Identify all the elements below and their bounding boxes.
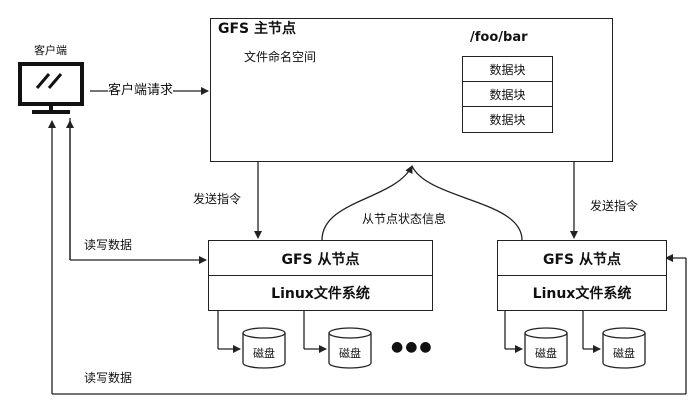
disk-icon <box>602 327 646 369</box>
chunk-cell: 数据块 <box>462 81 553 108</box>
chunk-label: 数据块 <box>489 62 526 77</box>
slave-status-label: 从节点状态信息 <box>362 212 447 226</box>
file-path: /foo/bar <box>470 30 528 45</box>
client-label: 客户端 <box>34 44 67 57</box>
master-node-title: GFS 主节点 <box>218 21 297 37</box>
read-write-bottom-label: 读写数据 <box>84 371 133 385</box>
disk-icon <box>242 327 286 369</box>
monitor-icon <box>18 62 84 114</box>
slave1-disk-connectors <box>217 311 327 353</box>
disk-label: 磁盘 <box>535 347 557 360</box>
slave-node-title: GFS 从节点 <box>208 240 433 277</box>
slave2-disk-connectors <box>504 311 601 353</box>
linux-fs-label: Linux文件系统 <box>208 275 433 311</box>
disk-label: 磁盘 <box>613 347 635 360</box>
disk-label: 磁盘 <box>253 347 275 360</box>
chunk-cell: 数据块 <box>462 106 553 133</box>
client-request-label: 客户端请求 <box>108 83 174 98</box>
chunk-label: 数据块 <box>489 87 526 102</box>
send-cmd-left-label: 发送指令 <box>193 192 242 206</box>
linux-fs-label: Linux文件系统 <box>497 275 667 311</box>
send-cmd-right-label: 发送指令 <box>590 199 639 213</box>
disk-icon <box>328 327 372 369</box>
chunk-cell: 数据块 <box>462 56 553 83</box>
disk-label: 磁盘 <box>339 347 361 360</box>
read-write-top-label: 读写数据 <box>84 238 133 252</box>
slave-status-arrow-right <box>411 165 523 241</box>
disk-icon <box>524 327 568 369</box>
slave-node-title: GFS 从节点 <box>497 240 667 277</box>
more-disks-ellipsis: ●●● <box>391 339 434 355</box>
slave-status-arrow-left <box>321 165 413 241</box>
namespace-label: 文件命名空间 <box>244 50 317 64</box>
chunk-label: 数据块 <box>489 112 526 127</box>
